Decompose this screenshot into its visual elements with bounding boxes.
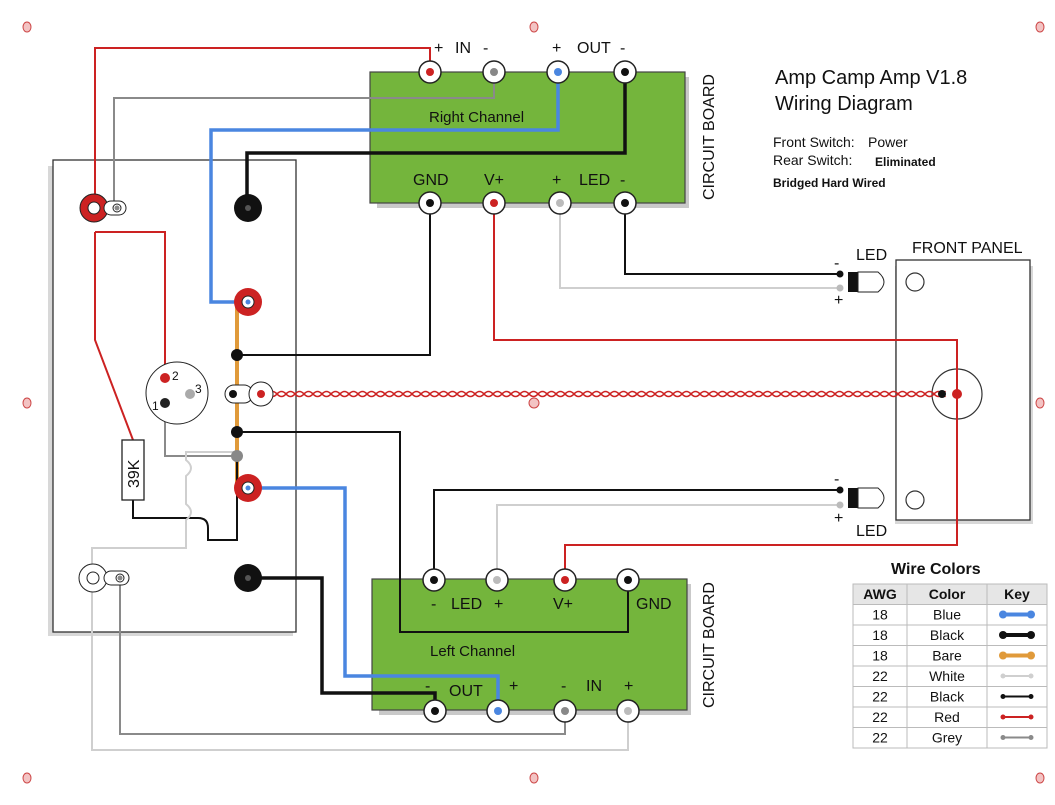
left-in-label: IN bbox=[586, 678, 602, 695]
power-inlet bbox=[224, 381, 274, 407]
xlr-pin1: 1 bbox=[152, 399, 159, 413]
registration-marks bbox=[22, 21, 1045, 784]
right-board-side-label: CIRCUIT BOARD bbox=[701, 74, 718, 200]
legend-key-end bbox=[1028, 694, 1034, 699]
legend-awg-cell: 18 bbox=[872, 648, 888, 664]
legend-awg-cell: 18 bbox=[872, 607, 888, 623]
legend-header-cell: AWG bbox=[863, 586, 897, 602]
legend-key-end bbox=[1027, 610, 1035, 619]
xlr-pin3: 3 bbox=[195, 382, 202, 396]
resistor-label: 39K bbox=[126, 459, 143, 488]
left-led-minus: - bbox=[431, 596, 436, 613]
legend-awg-cell: 22 bbox=[872, 668, 888, 684]
led-top-minus: - bbox=[834, 255, 839, 272]
legend-color-cell: Black bbox=[930, 627, 965, 643]
right-led-label: LED bbox=[579, 172, 610, 189]
rear-switch-value: Eliminated bbox=[875, 155, 936, 169]
right-circuit-board: Right Channel CIRCUIT BOARD GND V+ + LED… bbox=[369, 40, 718, 208]
legend-color-cell: Blue bbox=[933, 607, 961, 623]
left-vplus-label: V+ bbox=[553, 596, 573, 613]
rear-panel-parts: 2 3 1 39K bbox=[78, 193, 962, 593]
right-led-plus: + bbox=[552, 172, 561, 189]
legend-color-cell: White bbox=[929, 668, 965, 684]
left-gnd-label: GND bbox=[636, 596, 672, 613]
resistor-39k: 39K bbox=[121, 439, 145, 501]
left-in-minus: - bbox=[561, 678, 566, 695]
led-top-label: LED bbox=[856, 247, 887, 264]
right-out-minus: - bbox=[620, 40, 625, 57]
led-bottom-plus: + bbox=[834, 510, 843, 527]
led-top: LED - + bbox=[834, 247, 887, 309]
left-board-terminals bbox=[422, 568, 640, 723]
xlr-connector: 2 3 1 bbox=[145, 361, 209, 425]
legend-awg-cell: 22 bbox=[872, 730, 888, 746]
legend-title: Wire Colors bbox=[891, 561, 981, 578]
left-out-minus: - bbox=[425, 678, 430, 695]
legend-key-end bbox=[1027, 651, 1035, 660]
legend-awg-cell: 22 bbox=[872, 709, 888, 725]
legend-header-cell: Color bbox=[929, 586, 966, 602]
led-top-plus: + bbox=[834, 292, 843, 309]
left-led-plus: + bbox=[494, 596, 503, 613]
right-in-minus: - bbox=[483, 40, 488, 57]
rca-input-left bbox=[78, 563, 130, 593]
right-board-terminals bbox=[418, 60, 637, 215]
right-out-plus: + bbox=[552, 40, 561, 57]
legend-key-end bbox=[1028, 714, 1034, 720]
right-vplus-label: V+ bbox=[484, 172, 504, 189]
left-out-plus: + bbox=[509, 678, 518, 695]
bridged-note: Bridged Hard Wired bbox=[773, 176, 886, 190]
legend-header-cell: Key bbox=[1004, 586, 1030, 602]
rear-switch-label: Rear Switch: bbox=[773, 152, 852, 168]
left-channel-label: Left Channel bbox=[430, 643, 515, 660]
legend-awg-cell: 18 bbox=[872, 627, 888, 643]
front-panel-label: FRONT PANEL bbox=[912, 240, 1023, 257]
left-in-plus: + bbox=[624, 678, 633, 695]
legend-key-end bbox=[999, 651, 1007, 660]
rca-input-right bbox=[79, 193, 127, 223]
legend-key-end bbox=[1028, 735, 1034, 740]
right-gnd-label: GND bbox=[413, 172, 449, 189]
led-bottom-minus: - bbox=[834, 471, 839, 488]
legend-color-cell: Black bbox=[930, 689, 965, 705]
legend-row bbox=[852, 727, 1048, 749]
left-circuit-board: Left Channel CIRCUIT BOARD - LED + V+ GN… bbox=[371, 578, 718, 715]
front-switch-label: Front Switch: bbox=[773, 134, 855, 150]
legend-key-end bbox=[1028, 673, 1034, 679]
legend-color-cell: Bare bbox=[932, 648, 962, 664]
led-bottom: LED - + bbox=[834, 471, 887, 540]
legend-awg-cell: 22 bbox=[872, 689, 888, 705]
front-switch-value: Power bbox=[868, 134, 908, 150]
right-out-label: OUT bbox=[577, 40, 611, 57]
xlr-pin2: 2 bbox=[172, 369, 179, 383]
front-panel-hole-top bbox=[905, 272, 925, 292]
right-in-label: IN bbox=[455, 40, 471, 57]
title-block: Amp Camp Amp V1.8 Wiring Diagram Front S… bbox=[773, 67, 967, 190]
legend-key-end bbox=[999, 631, 1007, 639]
twisted-pair-b bbox=[267, 390, 946, 398]
front-panel-hole-bottom bbox=[905, 490, 925, 510]
title-line2: Wiring Diagram bbox=[775, 93, 913, 115]
legend-key-end bbox=[1000, 714, 1006, 720]
right-led-minus: - bbox=[620, 172, 625, 189]
left-led-label: LED bbox=[451, 596, 482, 613]
left-board-side-label: CIRCUIT BOARD bbox=[701, 582, 718, 708]
legend-key-end bbox=[1000, 694, 1006, 699]
legend-color-cell: Grey bbox=[932, 730, 962, 746]
legend-key-end bbox=[1000, 673, 1006, 679]
right-in-plus: + bbox=[434, 40, 443, 57]
front-panel: FRONT PANEL bbox=[895, 240, 1033, 524]
left-out-label: OUT bbox=[449, 683, 483, 700]
led-bottom-label: LED bbox=[856, 523, 887, 540]
legend-key-end bbox=[1000, 735, 1006, 740]
right-channel-label: Right Channel bbox=[429, 109, 524, 126]
title-line1: Amp Camp Amp V1.8 bbox=[775, 67, 967, 89]
legend-color-cell: Red bbox=[934, 709, 960, 725]
legend-key-end bbox=[999, 610, 1007, 619]
legend-key-end bbox=[1027, 631, 1035, 639]
